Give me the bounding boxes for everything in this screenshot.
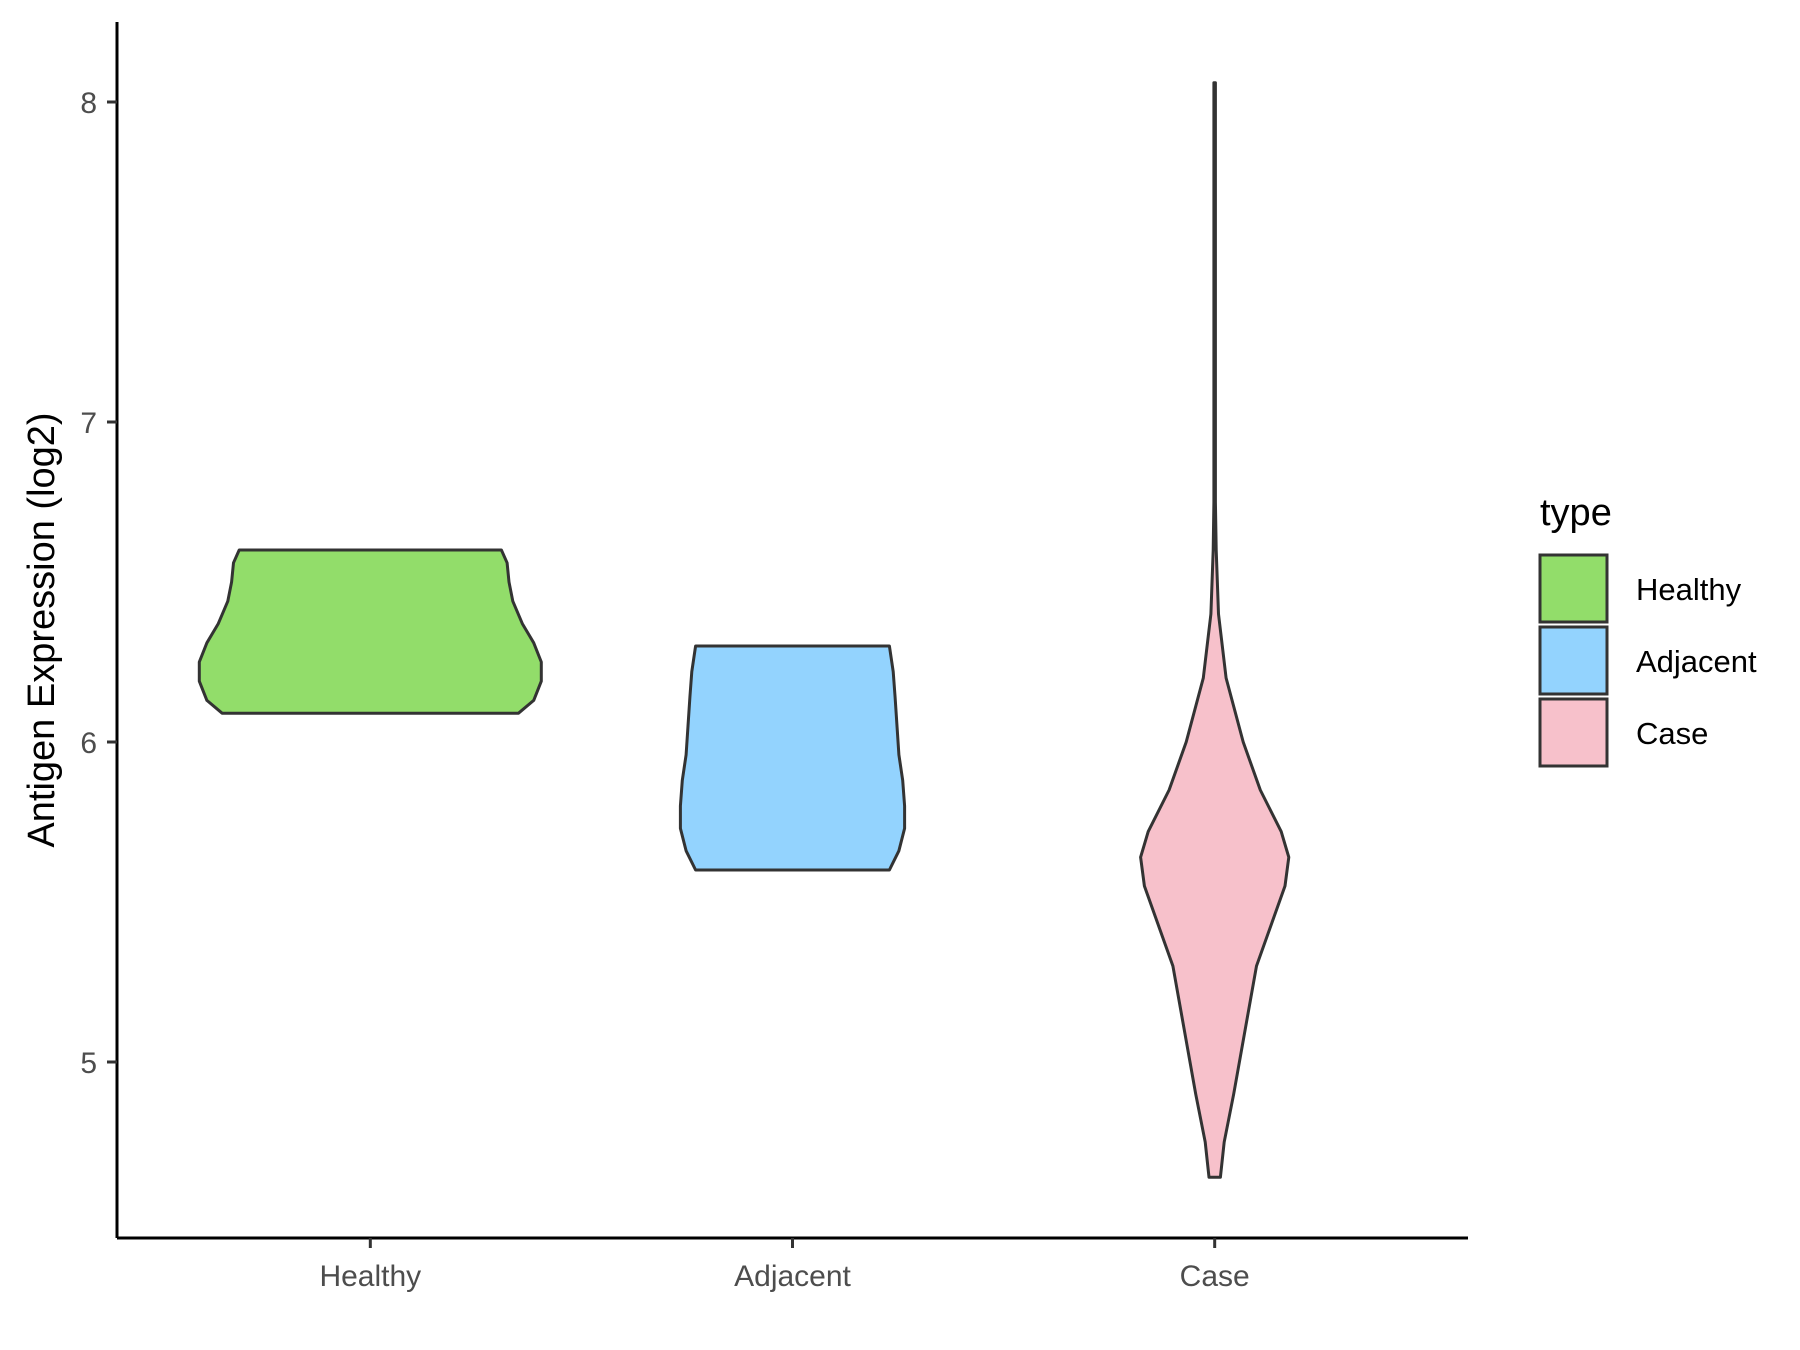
y-tick-label: 7 xyxy=(80,407,97,440)
legend-label: Case xyxy=(1636,716,1708,751)
violin-layer xyxy=(197,81,1291,1179)
violin-adjacent xyxy=(678,644,907,872)
y-axis-ticks: 5 6 7 8 xyxy=(80,87,117,1080)
legend-swatch xyxy=(1538,553,1609,624)
legend-swatch xyxy=(1538,625,1609,696)
legend-label: Healthy xyxy=(1636,572,1742,607)
violin-healthy xyxy=(197,548,543,715)
violin-case xyxy=(1139,81,1291,1179)
x-axis-ticks: Healthy Adjacent Case xyxy=(319,1238,1250,1293)
y-tick-label: 6 xyxy=(80,727,97,760)
y-axis-title: Antigen Expression (log2) xyxy=(21,412,63,847)
legend-swatch xyxy=(1538,697,1609,768)
legend-title: type xyxy=(1540,492,1612,534)
y-tick-label: 5 xyxy=(80,1047,97,1080)
legend-label: Adjacent xyxy=(1636,644,1757,679)
y-tick-label: 8 xyxy=(80,87,97,120)
x-tick-label: Healthy xyxy=(319,1260,421,1293)
x-tick-label: Case xyxy=(1180,1260,1250,1293)
x-tick-label: Adjacent xyxy=(734,1260,851,1293)
